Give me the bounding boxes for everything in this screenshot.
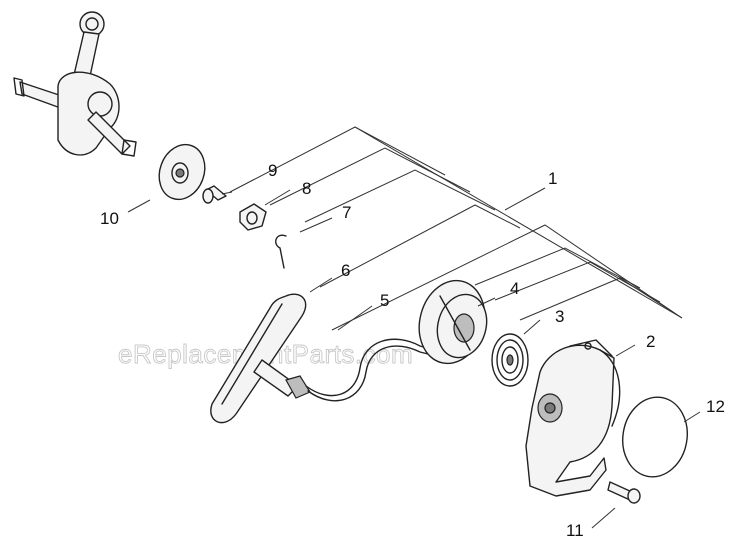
callout-4: 4 <box>510 279 519 298</box>
callout-1: 1 <box>548 169 557 188</box>
part-9-screw <box>202 185 227 204</box>
callout-2: 2 <box>646 332 655 351</box>
part-6-handle <box>210 293 311 424</box>
part-8-nut <box>239 203 267 231</box>
callout-6: 6 <box>341 261 350 280</box>
callout-8: 8 <box>302 179 311 198</box>
part-10-pulley <box>158 143 206 201</box>
part-12-cover-disc <box>622 396 688 478</box>
callout-5: 5 <box>380 291 389 310</box>
part-7-clip <box>275 234 287 269</box>
part-3-spring <box>491 333 529 387</box>
label-leaders <box>127 189 701 529</box>
callout-3: 3 <box>555 307 564 326</box>
callout-12: 12 <box>706 397 725 416</box>
callout-9: 9 <box>268 161 277 180</box>
part-11-bolt <box>607 481 641 504</box>
part-5-rope <box>305 338 441 402</box>
callout-10: 10 <box>100 209 119 228</box>
part-4-rope-pulley <box>418 279 488 365</box>
callout-7: 7 <box>342 203 351 222</box>
crankshaft <box>13 11 137 157</box>
callout-labels: 1 2 3 4 5 6 7 8 9 10 11 12 <box>100 161 725 540</box>
bracket-lines <box>229 126 683 331</box>
callout-11: 11 <box>566 521 584 540</box>
part-2-starter-housing <box>525 339 621 497</box>
